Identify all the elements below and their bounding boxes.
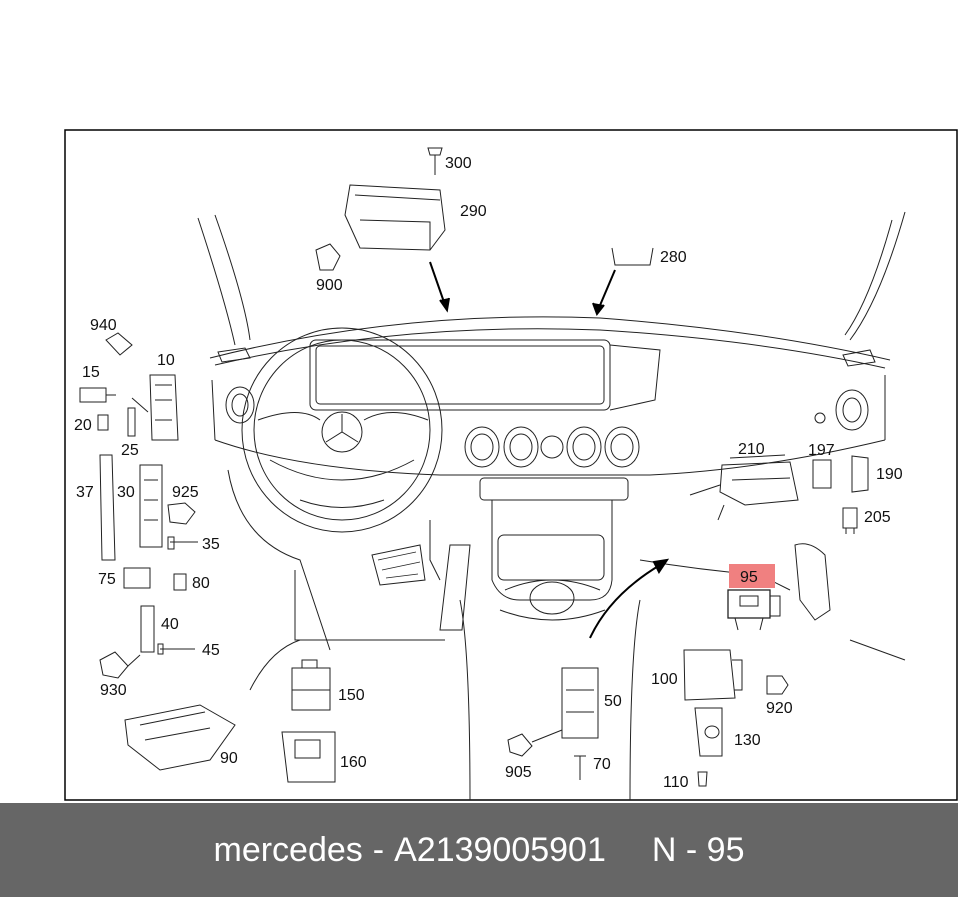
label-290: 290 [460, 203, 487, 220]
label-210: 210 [738, 441, 765, 458]
label-35: 35 [202, 536, 220, 553]
label-70: 70 [593, 756, 611, 773]
label-900: 900 [316, 277, 343, 294]
label-75: 75 [98, 571, 116, 588]
label-40: 40 [161, 616, 179, 633]
part-sketches [79, 147, 869, 787]
label-100: 100 [651, 671, 678, 688]
label-920: 920 [766, 700, 793, 717]
label-925: 925 [172, 484, 199, 501]
label-130: 130 [734, 732, 761, 749]
label-110: 110 [663, 774, 689, 791]
label-197: 197 [808, 442, 835, 459]
label-80: 80 [192, 575, 210, 592]
footer-separator: - [372, 830, 385, 869]
label-300: 300 [445, 155, 472, 172]
highlight-box-95 [729, 564, 775, 588]
footer-brand: mercedes [213, 830, 363, 869]
label-37: 37 [76, 484, 94, 501]
label-50: 50 [604, 693, 622, 710]
label-280: 280 [660, 249, 687, 266]
parts-diagram: 300 290 900 280 940 15 10 20 25 37 30 92… [64, 129, 958, 801]
diagram-frame [64, 129, 958, 801]
part-labels: 300 290 900 280 940 15 10 20 25 37 30 92… [74, 155, 903, 791]
label-15: 15 [82, 364, 100, 381]
label-930: 930 [100, 682, 127, 699]
callout-arrows [429, 261, 670, 639]
footer-bar: mercedes - A2139005901 N - 95 [0, 803, 958, 897]
label-190: 190 [876, 466, 903, 483]
footer-position: N - 95 [651, 830, 745, 869]
label-150: 150 [338, 687, 365, 704]
dashboard-drawing [197, 211, 906, 801]
label-25: 25 [121, 442, 139, 459]
label-95: 95 [740, 569, 758, 586]
label-45: 45 [202, 642, 220, 659]
label-160: 160 [340, 754, 367, 771]
label-905: 905 [505, 764, 532, 781]
label-90: 90 [220, 750, 238, 767]
label-30: 30 [117, 484, 135, 501]
label-10: 10 [157, 352, 175, 369]
footer-part-number: A2139005901 [394, 830, 606, 869]
label-20: 20 [74, 417, 92, 434]
label-205: 205 [864, 509, 891, 526]
label-940: 940 [90, 317, 117, 334]
